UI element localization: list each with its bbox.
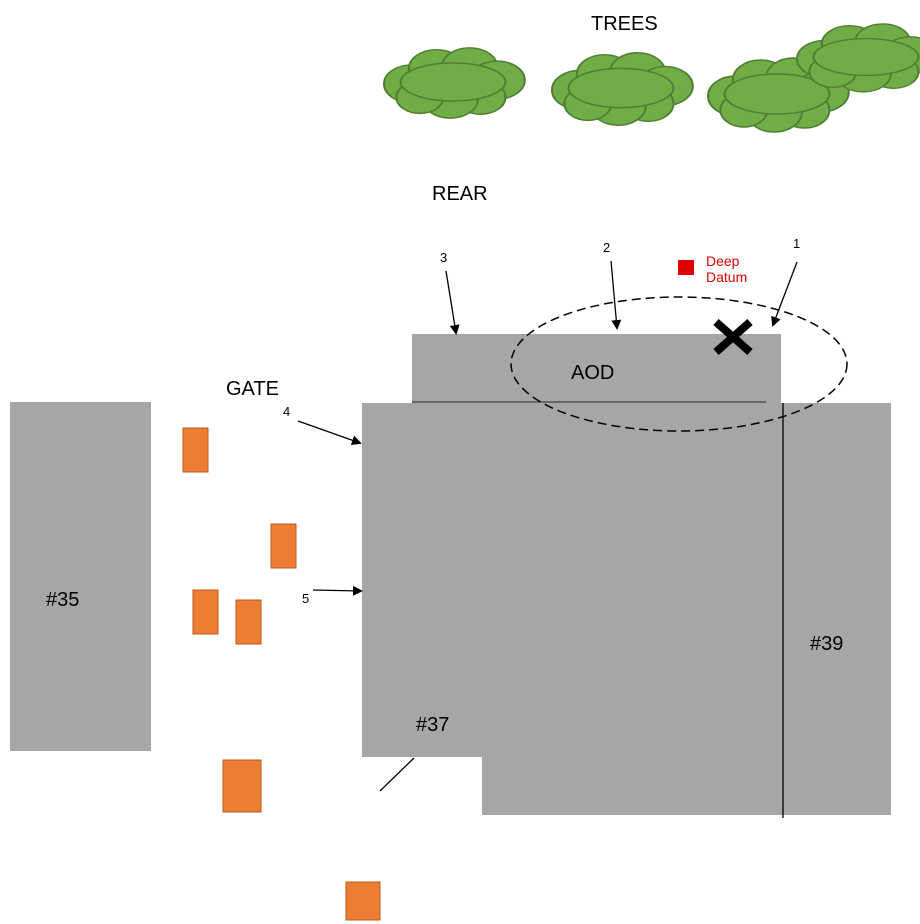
orange-marker <box>192 589 219 635</box>
house-37 <box>362 403 891 815</box>
orange-marker <box>235 599 262 645</box>
deep-datum-label: Deep Datum <box>706 253 747 285</box>
orange-marker <box>270 523 297 569</box>
point-label-5: 5 <box>302 591 310 606</box>
orange-marker <box>345 881 381 921</box>
aod-ellipse <box>510 296 848 432</box>
deep-datum-label-line2: Datum <box>706 269 748 285</box>
orange-marker <box>222 759 262 813</box>
deep-datum-label-line1: Deep <box>706 253 740 269</box>
red-square-icon <box>678 260 694 275</box>
orange-markers <box>182 427 381 921</box>
label-37-leader <box>379 757 415 792</box>
gate-label: GATE <box>226 378 279 400</box>
orange-marker <box>182 427 209 473</box>
arrow-5 <box>312 585 363 596</box>
house-35-label: #35 <box>46 589 80 611</box>
point-label-3: 3 <box>440 250 448 265</box>
rear-label: REAR <box>432 183 488 205</box>
house-37-label: #37 <box>416 714 450 736</box>
tree-1-icon <box>382 46 526 120</box>
x-mark-icon <box>713 319 753 355</box>
house-39-label: #39 <box>810 633 844 655</box>
point-label-1: 1 <box>793 236 801 251</box>
arrow-1 <box>771 261 798 327</box>
trees-label: TREES <box>591 13 658 35</box>
point-label-4: 4 <box>283 404 291 419</box>
house-35 <box>10 402 151 751</box>
tree-4-icon <box>795 22 920 93</box>
tree-2-icon <box>550 51 694 127</box>
arrow-3 <box>445 270 460 335</box>
point-label-2: 2 <box>603 240 611 255</box>
aod-label: AOD <box>571 362 615 384</box>
arrow-2 <box>610 260 622 330</box>
arrow-4 <box>297 420 362 446</box>
trees <box>382 22 920 134</box>
